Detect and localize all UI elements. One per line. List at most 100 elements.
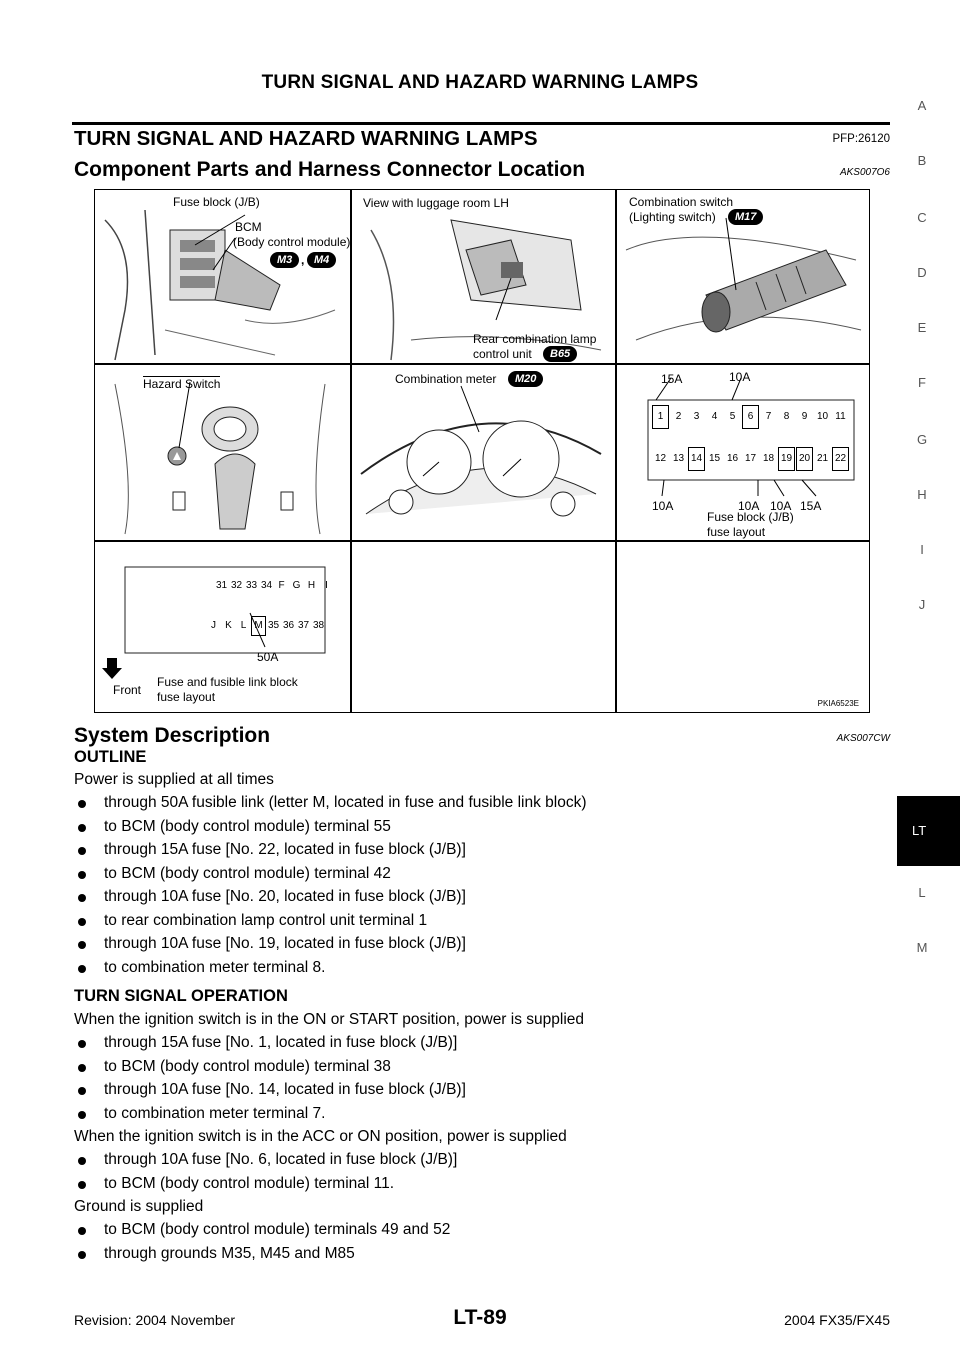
fuse-cell: F [278,580,285,591]
fuse-cell: 20 [796,447,813,471]
outline-heading: OUTLINE [74,748,147,766]
fuse-cell: 8 [783,411,790,422]
combination-meter-label: Combination meter [395,372,497,386]
component-ref: AKS007O6 [839,167,890,178]
pfp-code: PFP:26120 [832,133,890,145]
luggage-room-label: View with luggage room LH [363,196,509,210]
bullet-text: to BCM (body control module) terminals 4… [104,1221,451,1238]
fuse-cell: K [225,620,232,631]
fuse-15a-top: 15A [661,372,683,386]
grid-line [95,363,869,365]
bullet-text: to BCM (body control module) terminal 11… [104,1174,395,1192]
fuse-cell: 22 [832,447,849,471]
bcm-location-illustration [104,209,336,361]
bullet-dot [78,941,86,949]
hazard-switch-label: Hazard Switch [143,376,221,391]
bullet-dot [78,894,86,902]
fuse-cell: 17 [744,453,757,464]
bullet-text: to BCM (body control module) terminal 42 [104,864,391,882]
footer-page-number: LT-89 [453,1306,507,1329]
fusible-link-block-diagram [102,566,326,679]
fuse-cell: 16 [726,453,739,464]
bullet-dot [78,1157,86,1165]
bullet-dot [78,917,86,926]
bullet-text: to combination meter terminal 7. [104,1104,326,1122]
fuse-cell: 38 [312,620,325,631]
fuse-cell: 37 [297,620,310,631]
bullet-dot [78,1040,86,1048]
section-title: TURN SIGNAL AND HAZARD WARNING LAMPS [74,127,538,150]
figure-id: PKIA6523E [817,699,859,708]
bullet-text: to BCM (body control module) terminal 55 [104,817,391,835]
connector-m3: M3 [270,252,300,268]
bullet-text: through 50A fusible link (letter M, loca… [104,794,587,811]
fuse-rating: 10A [770,499,792,513]
fuse-cell: 6 [742,405,759,429]
component-title: Component Parts and Harness Connector Lo… [74,158,586,181]
bullet-text: through 10A fuse [No. 14, located in fus… [104,1081,466,1098]
side-index-letter[interactable]: A [917,98,927,113]
side-index-letter[interactable]: L [918,885,926,900]
fuse-cell: G [292,580,301,591]
side-index-letter[interactable]: H [917,487,927,502]
bullet-text: through 10A fuse [No. 19, located in fus… [104,935,466,952]
bullet-text: to combination meter terminal 8. [104,958,326,976]
fuse-cell: 13 [672,453,685,464]
bullet-text: to rear combination lamp control unit te… [104,911,428,929]
bullet-dot [78,1087,86,1095]
running-header: TURN SIGNAL AND HAZARD WARNING LAMPS [261,72,699,93]
side-index-letter[interactable]: G [916,432,928,447]
side-index-letter[interactable]: C [917,210,927,225]
fuse-cell: 36 [282,620,295,631]
side-index-letter[interactable]: D [917,265,927,280]
side-index-letter[interactable]: E [917,320,927,335]
fuse-rating: 10A [738,499,760,513]
fuse-cell: 7 [765,411,772,422]
fuse-cell: 10 [816,411,829,422]
hazard-switch-illustration [114,381,326,535]
outline-intro: Power is supplied at all times [74,771,274,788]
bullet-dot [78,800,86,808]
bullet-text: through grounds M35, M45 and M85 [104,1244,355,1262]
turn-intro-3: Ground is supplied [74,1198,204,1215]
component-figure: Fuse block (J/B) BCM (Body control modul… [94,189,870,713]
bullet-dot [78,1250,86,1259]
fuse-cell: 3 [693,411,700,422]
fuse-rating: 15A [800,499,822,513]
fuse-rating: 10A [652,499,674,513]
bullet-text: through 15A fuse [No. 1, located in fuse… [104,1034,458,1051]
fuse-10a-top: 10A [729,370,751,384]
grid-line [95,540,869,542]
fuse-cell: J [211,620,216,631]
side-tab-active[interactable]: LT [897,796,960,866]
system-description-ref: AKS007CW [836,733,890,744]
bullet-dot [78,847,86,855]
grid-line [350,190,352,712]
fuse-cell: 34 [260,580,273,591]
bullet-dot [78,1063,86,1072]
side-index-letter[interactable]: F [918,375,926,390]
fuse-block-layout-label-1: Fuse block (J/B) [707,510,794,524]
fuse-cell: 19 [778,447,795,471]
bullet-dot [78,964,86,973]
rear-lamp-unit-illustration [370,219,602,361]
fusible-link-layout-label-1: Fuse and fusible link block [157,675,298,689]
fuse-cell: H [307,580,316,591]
header-rule [72,122,890,125]
side-index-letter[interactable]: J [918,597,926,612]
rear-lamp-label-1: Rear combination lamp [473,332,597,346]
side-index-letter[interactable]: B [917,153,927,168]
bullet-text: through 10A fuse [No. 6, located in fuse… [104,1151,458,1168]
connector-m17: M17 [728,209,764,225]
bullet-dot [78,1180,86,1189]
front-label: Front [113,683,142,697]
fuse-cell: 1 [652,405,669,429]
fuse-block-diagram [647,377,855,497]
bullet-text: through 10A fuse [No. 20, located in fus… [104,888,466,905]
bullet-dot [78,870,86,879]
fuse-cell: 9 [801,411,808,422]
turn-intro-1: When the ignition switch is in the ON or… [74,1011,585,1028]
side-index-letter[interactable]: M [916,940,928,955]
fuse-cell: 15 [708,453,721,464]
side-index-letter[interactable]: I [920,542,924,557]
